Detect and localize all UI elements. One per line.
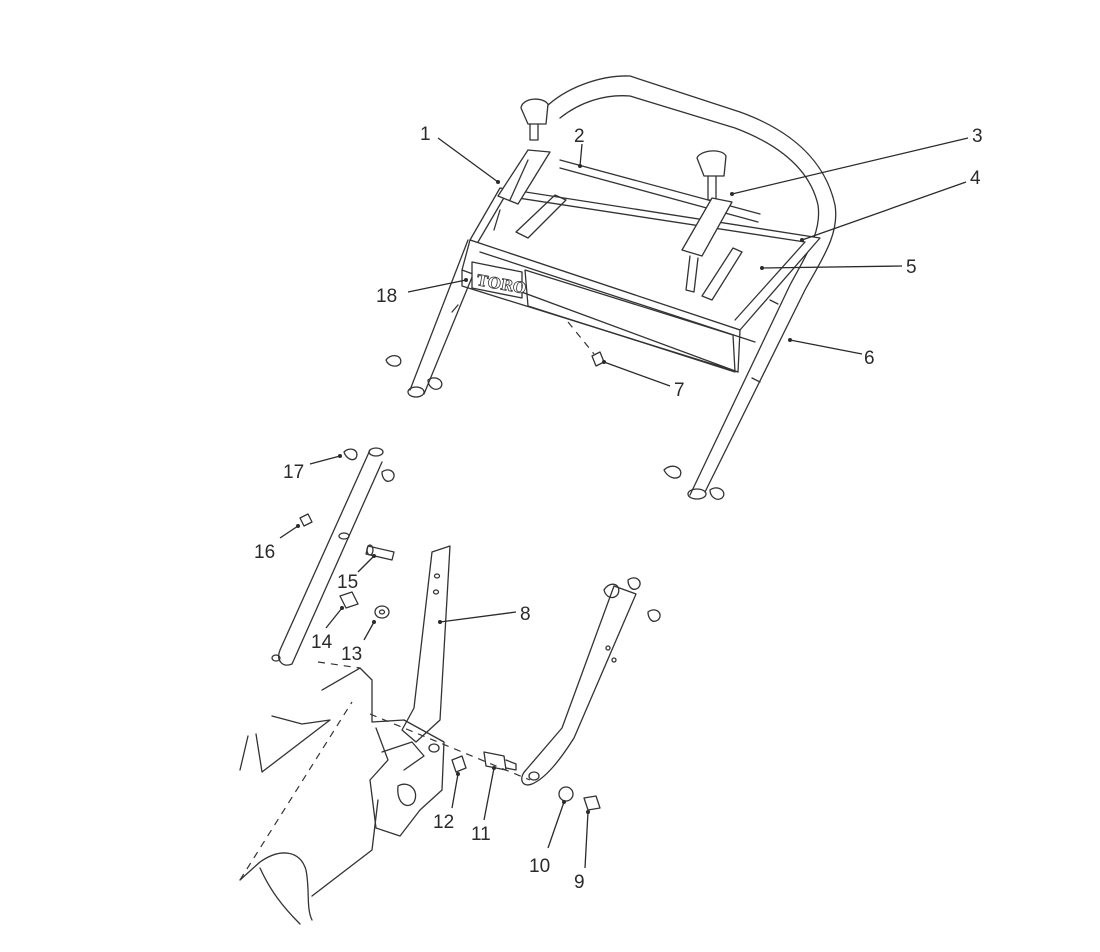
- assembly-axis-line: [369, 713, 531, 781]
- right-link: [521, 577, 661, 786]
- mower-deck-fragment: [239, 701, 379, 925]
- callout-12: 12: [433, 812, 454, 833]
- callout-1: 1: [420, 124, 431, 145]
- nut-item-12: [451, 755, 467, 773]
- callout-labels: 1 2 3 4 5 6 7 8 9 10 11 12 13 14 15 16 1…: [254, 124, 983, 893]
- callout-2: 2: [574, 126, 585, 147]
- mounting-bracket: [321, 667, 445, 837]
- callout-5: 5: [906, 257, 917, 278]
- callout-16: 16: [254, 542, 275, 563]
- bolt-item-11: [483, 751, 517, 771]
- nut-item-16: [299, 513, 313, 527]
- callout-7: 7: [674, 380, 685, 401]
- callout-17: 17: [283, 462, 304, 483]
- washer-item-10: [558, 786, 574, 802]
- callout-15: 15: [337, 572, 358, 593]
- left-control-lever: [493, 98, 551, 231]
- callout-3: 3: [972, 126, 983, 147]
- callout-4: 4: [970, 168, 981, 189]
- left-link: [271, 447, 395, 666]
- callout-9: 9: [574, 872, 585, 893]
- right-control-lever: [681, 150, 733, 293]
- callout-6: 6: [864, 348, 875, 369]
- bar-item-8: [401, 545, 451, 743]
- callout-11: 11: [471, 824, 491, 845]
- nut-item-9: [583, 795, 601, 811]
- callout-leaders: [279, 137, 969, 869]
- pin-item-15: [365, 544, 395, 561]
- callout-13: 13: [341, 644, 362, 665]
- washer-item-13: [374, 605, 390, 619]
- callout-18: 18: [376, 286, 397, 307]
- bolt-item-14: [339, 591, 359, 609]
- callout-8: 8: [520, 604, 531, 625]
- callout-10: 10: [529, 856, 550, 877]
- callout-14: 14: [311, 632, 333, 653]
